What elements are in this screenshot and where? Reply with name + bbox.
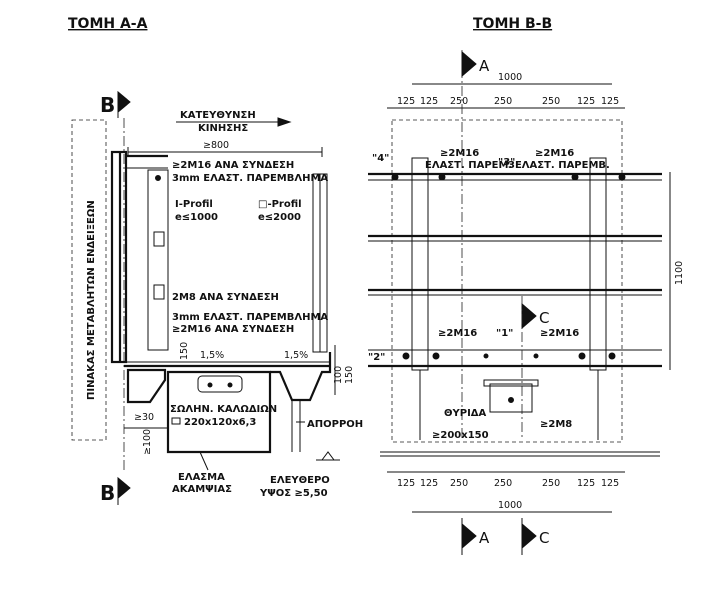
title-section-aa: ΤΟΜΗ Α-Α (68, 16, 148, 32)
hatch (489, 383, 533, 413)
note-2m16-2: ≥2M16 ΑΝΑ ΣΥΝΔΕΣΗ (172, 324, 294, 335)
title-section-bb: ΤΟΜΗ Β-Β (473, 16, 552, 32)
clearance-line1: ΕΛΕΥΘΕΡΟ (270, 475, 330, 486)
cut-c-mid-label: C (539, 309, 549, 327)
o-profil-label: □-Profil (258, 199, 302, 210)
dim-min-100: ≥100 (142, 429, 153, 455)
hatch-label: ΘΥΡΙΔΑ (444, 408, 487, 419)
dim-height: 1100 (674, 261, 685, 285)
dim-bottom-3: 250 (450, 478, 468, 489)
bolt-top-left: ≥2M16 (440, 148, 479, 159)
cut-b-bottom-label: B (100, 481, 115, 505)
note-3mm-2: 3mm ΕΛΑΣΤ. ΠΑΡΕΜΒΛΗΜΑ (172, 312, 328, 323)
dim-min-800: ≥800 (203, 140, 229, 151)
vertical-label: ΠΙΝΑΚΑΣ ΜΕΤΑΒΛΗΤΩΝ ΕΝΔΕΙΞΕΩΝ (86, 200, 97, 400)
profile-left (411, 157, 429, 371)
profile-right (589, 157, 607, 371)
bolt-2m8: ≥2M8 (540, 419, 572, 430)
dim-100: 100 (333, 366, 344, 384)
cable-pipe-size: 220x120x6,3 (184, 417, 256, 428)
note-3mm: 3mm ΕΛΑΣΤ. ΠΑΡΕΜΒΛΗΜΑ (172, 173, 328, 184)
stiff-plate-line1: ΕΛΑΣΜΑ (178, 472, 225, 483)
dim-bottom-4: 250 (494, 478, 512, 489)
pad-left: ΕΛΑΣΤ. ΠΑΡΕΜ. (425, 160, 512, 171)
section-aa: B B ΠΙΝΑΚΑΣ ΜΕΤΑΒΛΗΤΩΝ ΕΝΔΕΙΞΕΩΝ ΚΑΤΕΥΘΥ… (71, 90, 363, 505)
slope-right: 1,5% (284, 350, 308, 361)
marker-3: "3" (498, 157, 515, 168)
dim-top-7: 125 (601, 96, 619, 107)
dim-150: 150 (179, 342, 190, 360)
pad-right: 3ΕΛΑΣΤ. ΠΑΡΕΜΒ. (508, 160, 610, 171)
cut-b-top-label: B (100, 93, 115, 117)
clearance-line2: ΥΨΟΣ ≥5,50 (259, 488, 328, 499)
stiff-plate-line2: ΑΚΑΜΨΙΑΣ (172, 484, 232, 495)
cut-b-top-arrow-icon (117, 90, 131, 114)
sign-panel-outline (71, 119, 107, 441)
cut-a-top-label: A (479, 57, 490, 75)
direction-line1: ΚΑΤΕΥΘΥΝΣΗ (180, 110, 256, 121)
cut-c-mid-arrow-icon (521, 302, 537, 330)
bolt-top-right: ≥2M16 (535, 148, 574, 159)
dim-bottom-7: 125 (601, 478, 619, 489)
drain-label: ΑΠΟΡΡΟΗ (307, 419, 363, 430)
cut-b-bottom-arrow-icon (117, 476, 131, 500)
cable-pipe-label: ΣΩΛΗΝ. ΚΑΛΩΔΙΩΝ (170, 404, 277, 415)
i-profile-left (147, 169, 169, 351)
dim-top-2: 125 (420, 96, 438, 107)
dim-top-6: 125 (577, 96, 595, 107)
dim-bottom-5: 250 (542, 478, 560, 489)
direction-arrow-icon (277, 117, 292, 127)
slope-left: 1,5% (200, 350, 224, 361)
dim-total-bottom: 1000 (498, 500, 522, 511)
dim-top-4: 250 (494, 96, 512, 107)
cut-a-bottom-arrow-icon (461, 522, 477, 550)
o-profil-spacing: e≤2000 (258, 212, 301, 223)
dim-total-top: 1000 (498, 72, 522, 83)
bolt-mid-left: ≥2M16 (438, 328, 477, 339)
cable-pipe-opening (197, 375, 243, 393)
i-profil-spacing: e≤1000 (175, 212, 218, 223)
dim-top-1: 125 (397, 96, 415, 107)
dim-top-3: 250 (450, 96, 468, 107)
note-2m8: 2M8 ΑΝΑ ΣΥΝΔΕΣΗ (172, 292, 279, 303)
dim-bottom-2: 125 (420, 478, 438, 489)
i-profil-label: I-Profil (175, 199, 213, 210)
cut-a-bottom-label: A (479, 529, 490, 547)
box-girder (166, 370, 272, 454)
hatch-size: ≥200x150 (432, 430, 489, 441)
marker-2: "2" (368, 352, 385, 363)
marker-1: "1" (496, 328, 513, 339)
dim-bottom-1: 125 (397, 478, 415, 489)
cut-c-bottom-arrow-icon (521, 522, 537, 550)
dim-bottom-6: 125 (577, 478, 595, 489)
dim-min-30: ≥30 (134, 412, 154, 423)
marker-4: "4" (372, 153, 389, 164)
dim-150b: 150 (344, 366, 355, 384)
direction-line2: ΚΙΝΗΣΗΣ (198, 123, 248, 134)
section-bb: A 1000 125 125 250 250 250 125 125 1100 (368, 50, 685, 555)
panel-outline (391, 119, 623, 443)
cut-a-top-arrow-icon (461, 50, 477, 78)
note-2m16: ≥2M16 ΑΝΑ ΣΥΝΔΕΣΗ (172, 160, 294, 171)
cut-c-bottom-label: C (539, 529, 549, 547)
dim-top-5: 250 (542, 96, 560, 107)
bolt-mid-right: ≥2M16 (540, 328, 579, 339)
